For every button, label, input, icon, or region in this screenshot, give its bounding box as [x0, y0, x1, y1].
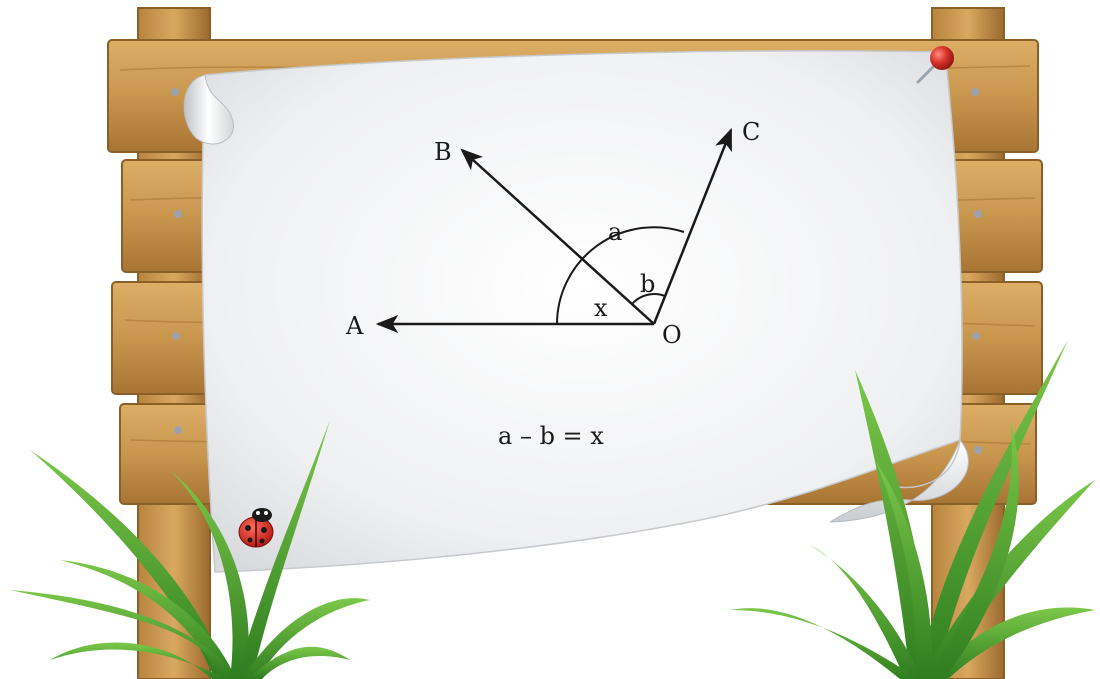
label-angle-b: b	[640, 270, 655, 298]
label-point-a: A	[345, 312, 364, 340]
ray-oc	[652, 127, 733, 325]
equation: a – b = x	[498, 422, 604, 450]
push-pin-icon	[916, 46, 954, 84]
ray-ob	[460, 148, 655, 325]
angle-diagram: A B C O a b x a – b = x	[345, 118, 760, 450]
ladybug-icon	[238, 508, 274, 548]
label-angle-a: a	[608, 218, 622, 246]
grass-right	[730, 340, 1095, 679]
label-point-c: C	[742, 118, 760, 146]
paper-sheet	[183, 50, 969, 573]
label-point-b: B	[434, 138, 452, 166]
label-point-o: O	[662, 321, 682, 349]
label-angle-x: x	[594, 294, 608, 322]
arc-b	[631, 293, 666, 305]
grass-left	[10, 420, 370, 679]
arc-a	[556, 226, 685, 325]
